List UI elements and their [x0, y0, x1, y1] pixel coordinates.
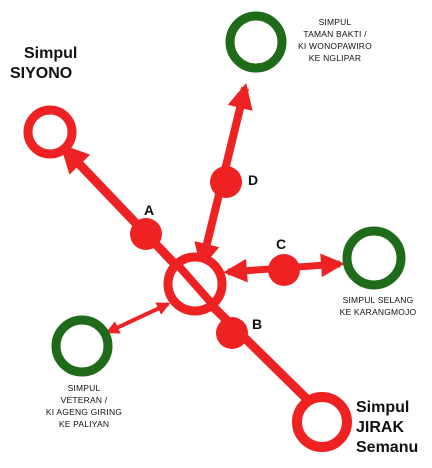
segment-d-dot	[210, 166, 242, 198]
taman-bakti-junction-ring	[225, 11, 287, 73]
selang-label-line1: SIMPUL SELANG	[342, 295, 414, 305]
veteran-label: SIMPUL VETERAN / KI AGENG GIRING KE PALI…	[22, 382, 146, 430]
veteran-label-line1: SIMPUL	[67, 383, 101, 393]
segment-c-label: C	[276, 236, 287, 252]
siyono-label: Simpul SIYONO	[10, 44, 77, 84]
segment-b-dot	[216, 317, 248, 349]
siyono-label-line2: SIYONO	[10, 65, 73, 82]
jirak-label-line1: Simpul	[356, 399, 410, 416]
segment-d-label: D	[248, 172, 259, 188]
siyono-junction-ring	[23, 105, 77, 159]
segment-c-dot	[268, 254, 300, 286]
taman-bakti-label-line3: KI WONOPAWIRO	[298, 41, 372, 51]
selang-label: SIMPUL SELANG KE KARANGMOJO	[326, 294, 430, 318]
veteran-label-line3: KI AGENG GIRING	[45, 407, 123, 417]
taman-bakti-label: SIMPUL TAMAN BAKTI / KI WONOPAWIRO KE NG…	[280, 16, 390, 64]
taman-bakti-label-line1: SIMPUL	[318, 17, 352, 27]
segment-b-label: B	[252, 316, 263, 332]
selang-junction-ring	[342, 226, 406, 290]
taman-bakti-label-line4: KE NGLIPAR	[308, 53, 362, 63]
veteran-label-line4: KE PALIYAN	[58, 419, 110, 429]
jirak-label-line2: JIRAK	[356, 419, 405, 436]
taman-bakti-label-line2: TAMAN BAKTI /	[303, 29, 367, 39]
jirak-label: Simpul JIRAK Semanu	[356, 398, 418, 458]
segment-a-dot	[130, 218, 162, 250]
siyono-label-line1: Simpul	[24, 45, 78, 62]
center-junction-slash	[173, 261, 218, 309]
segment-a-label: A	[144, 202, 155, 218]
jirak-label-line3: Semanu	[356, 439, 419, 456]
veteran-label-line2: VETERAN /	[60, 395, 108, 405]
veteran-junction-ring	[51, 315, 113, 377]
road-center-to-veteran	[105, 302, 171, 334]
jirak-junction-ring	[292, 392, 352, 452]
selang-label-line2: KE KARANGMOJO	[339, 307, 417, 317]
road-siyono-to-center	[60, 143, 194, 284]
